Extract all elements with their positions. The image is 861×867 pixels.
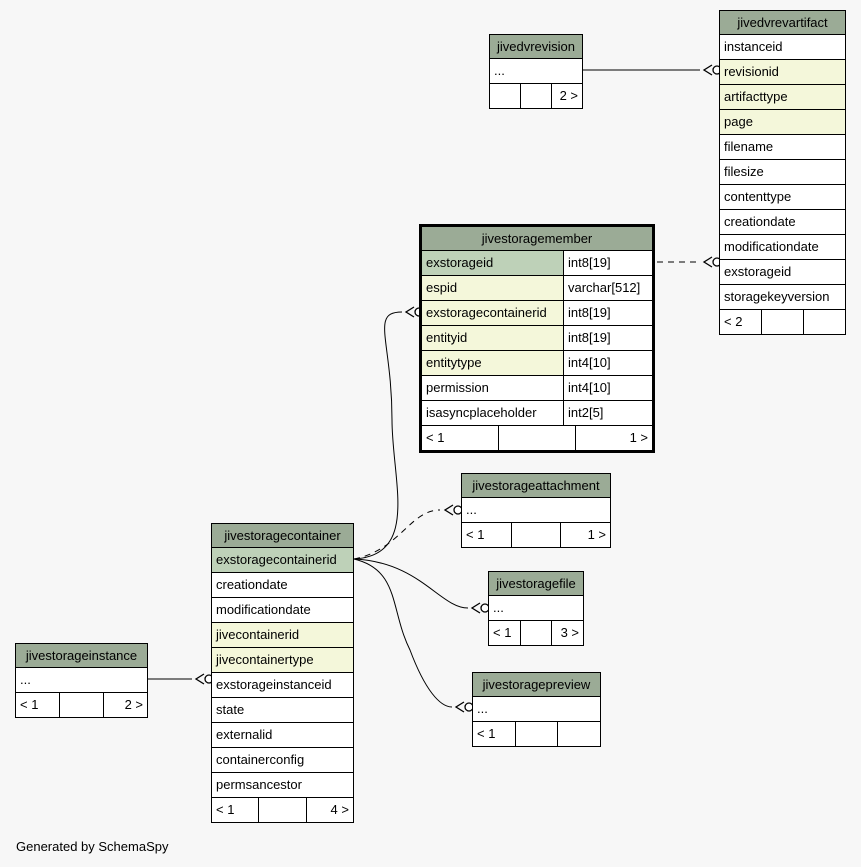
footer-cell [520, 84, 551, 108]
table-title: jivestorageinstance [16, 644, 147, 668]
column-name: ... [466, 502, 477, 517]
column-type: int8[19] [563, 301, 652, 325]
footer-children-count: 2 > [551, 84, 582, 108]
column-name: ... [477, 701, 488, 716]
column-name: containerconfig [216, 752, 305, 767]
column-name: ... [494, 63, 505, 78]
footer-parent-count: < 1 [477, 726, 496, 741]
footer-cell [490, 84, 520, 108]
table-jivestorageinstance[interactable]: jivestorageinstance ... < 1 2 > [15, 643, 148, 718]
column-name: filename [724, 139, 774, 154]
footer-cell [498, 426, 575, 450]
column-name: externalid [216, 727, 273, 742]
footer-parent-count: < 1 [426, 430, 445, 445]
table-jivestoragemember[interactable]: jivestoragemember exstorageid int8[19] e… [419, 224, 655, 453]
column-type: int4[10] [563, 351, 652, 375]
footer-parent-count: < 2 [724, 314, 743, 329]
column-name: exstoragecontainerid [422, 301, 563, 325]
footer-cell [557, 722, 600, 746]
table-title: jivestoragepreview [473, 673, 600, 697]
column-name: artifacttype [724, 89, 788, 104]
column-name: permsancestor [216, 777, 302, 792]
column-name: isasyncplaceholder [422, 401, 563, 425]
table-title: jivedvrevision [490, 35, 582, 59]
footer-children-count: 3 > [551, 621, 583, 645]
column-name: modificationdate [216, 602, 311, 617]
column-name: permission [422, 376, 563, 400]
column-name: exstoragecontainerid [216, 552, 337, 567]
column-name: exstorageinstanceid [216, 677, 332, 692]
column-name: entityid [422, 326, 563, 350]
edge-container-attachment [353, 504, 463, 560]
footer-children-count: 2 > [103, 693, 147, 717]
footer-parent-count: < 1 [466, 527, 485, 542]
table-jivestoragecontainer[interactable]: jivestoragecontainer exstoragecontaineri… [211, 523, 354, 823]
footer-parent-count: < 1 [493, 625, 512, 640]
table-title: jivedvrevartifact [720, 11, 845, 35]
column-name: page [724, 114, 753, 129]
column-name: jivecontainertype [216, 652, 314, 667]
table-jivedvrevartifact[interactable]: jivedvrevartifact instanceid revisionid … [719, 10, 846, 335]
footer-cell [514, 722, 558, 746]
table-jivestorageattachment[interactable]: jivestorageattachment ... < 1 1 > [461, 473, 611, 548]
column-name: revisionid [724, 64, 779, 79]
column-name: creationdate [724, 214, 796, 229]
footer-parent-count: < 1 [216, 802, 235, 817]
column-name: creationdate [216, 577, 288, 592]
footer-cell [258, 798, 305, 822]
column-type: int4[10] [563, 376, 652, 400]
footer-parent-count: < 1 [20, 697, 39, 712]
column-name: modificationdate [724, 239, 819, 254]
column-name: espid [422, 276, 563, 300]
footer-children-count: 4 > [305, 798, 353, 822]
footer-children-count: 1 > [575, 426, 652, 450]
column-name: entitytype [422, 351, 563, 375]
edge-revision-artifact [583, 64, 722, 76]
edge-instance-container [148, 673, 214, 685]
column-name: exstorageid [422, 251, 563, 275]
footer-cell [761, 310, 803, 334]
table-title: jivestoragecontainer [212, 524, 353, 548]
column-name: exstorageid [724, 264, 792, 279]
column-name: ... [20, 672, 31, 687]
generated-by-note: Generated by SchemaSpy [16, 839, 169, 854]
table-jivedvrevision[interactable]: jivedvrevision ... 2 > [489, 34, 583, 109]
table-jivestoragepreview[interactable]: jivestoragepreview ... < 1 [472, 672, 601, 747]
edge-container-preview [353, 558, 474, 713]
column-type: int8[19] [563, 251, 652, 275]
table-title: jivestoragefile [489, 572, 583, 596]
footer-cell [519, 621, 552, 645]
column-name: contenttype [724, 189, 792, 204]
column-name: storagekeyversion [724, 289, 830, 304]
table-title: jivestoragemember [422, 227, 652, 251]
footer-cell [803, 310, 845, 334]
edge-container-file [353, 558, 490, 614]
column-name: jivecontainerid [216, 627, 300, 642]
column-type: int8[19] [563, 326, 652, 350]
column-type: int2[5] [563, 401, 652, 425]
table-title: jivestorageattachment [462, 474, 610, 498]
table-jivestoragefile[interactable]: jivestoragefile ... < 1 3 > [488, 571, 584, 646]
column-name: ... [493, 600, 504, 615]
footer-children-count: 1 > [560, 523, 610, 547]
edge-container-member [353, 306, 424, 560]
column-name: instanceid [724, 39, 783, 54]
footer-cell [510, 523, 561, 547]
column-type: varchar[512] [563, 276, 652, 300]
column-name: filesize [724, 164, 764, 179]
edge-member-artifact [657, 256, 722, 268]
column-name: state [216, 702, 245, 717]
footer-cell [59, 693, 103, 717]
